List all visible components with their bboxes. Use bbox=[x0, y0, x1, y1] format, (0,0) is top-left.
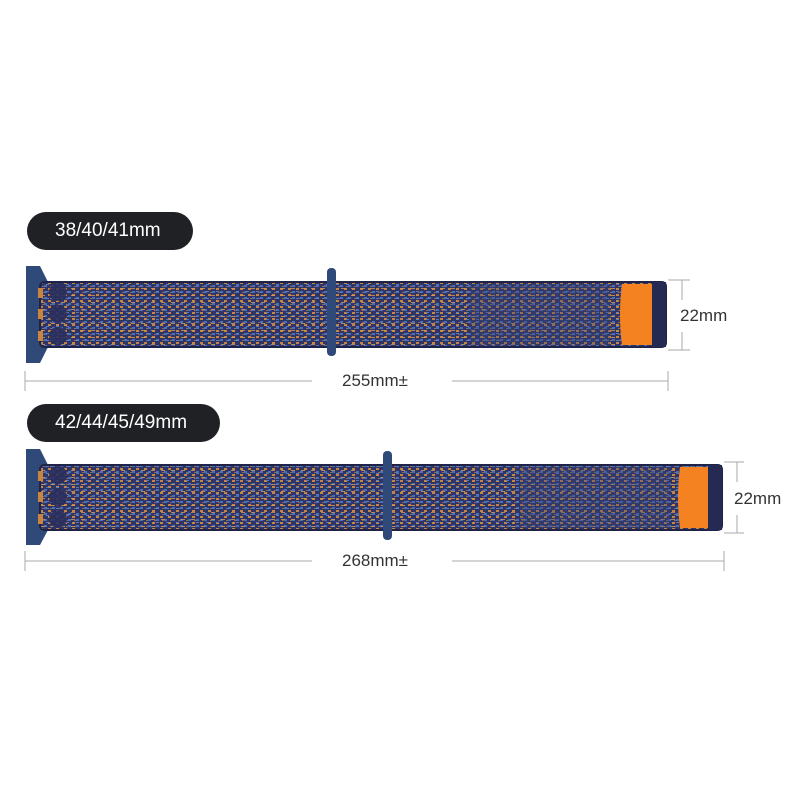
band-small bbox=[26, 266, 667, 363]
loop-area-small bbox=[470, 284, 610, 345]
width-dim-large bbox=[724, 461, 744, 534]
keeper-small bbox=[327, 268, 336, 356]
loop-area-large bbox=[520, 467, 670, 528]
width-dim-small bbox=[668, 279, 690, 351]
length-dim-large bbox=[24, 551, 725, 571]
band-large bbox=[26, 449, 723, 545]
length-label-large: 268mm± bbox=[342, 551, 409, 570]
width-label-large: 22mm bbox=[734, 489, 782, 508]
length-dim-small bbox=[24, 371, 669, 391]
pull-tab-large bbox=[678, 467, 712, 528]
size-label-large-text: 42/44/45/49mm bbox=[55, 412, 188, 433]
pull-tab-small bbox=[620, 284, 656, 345]
size-label-small-text: 38/40/41mm bbox=[55, 220, 161, 241]
size-label-large: 42/44/45/49mm bbox=[27, 404, 220, 442]
length-label-small: 255mm± bbox=[342, 371, 409, 390]
keeper-large bbox=[383, 451, 392, 540]
width-label-small: 22mm bbox=[680, 306, 728, 325]
size-label-small: 38/40/41mm bbox=[27, 212, 193, 250]
